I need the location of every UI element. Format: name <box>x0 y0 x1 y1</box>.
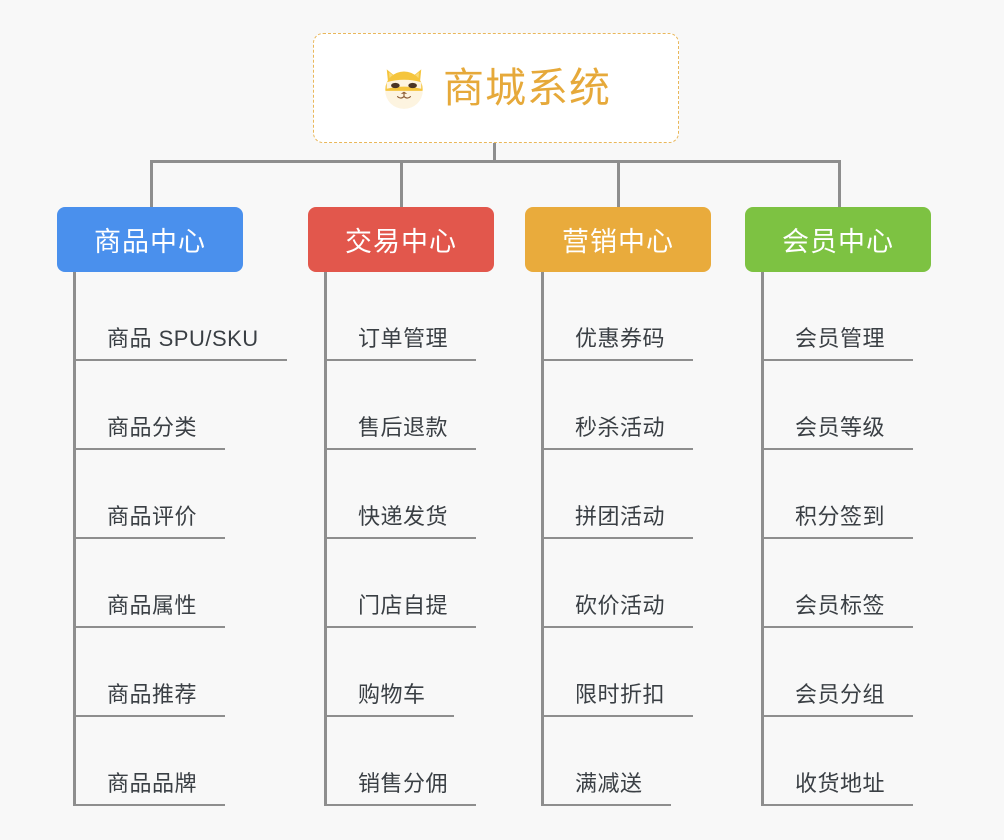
leaf-label: 商品品牌 <box>107 771 198 796</box>
branch-product-center: 商品中心 商品 SPU/SKU 商品分类 商品评价 商品属性 商品推荐 商品品牌 <box>57 207 287 806</box>
shiba-dog-face-icon <box>385 69 423 109</box>
connector-drop-1 <box>150 160 153 207</box>
leaf-label: 商品属性 <box>107 593 198 618</box>
leaf-label: 订单管理 <box>358 326 449 351</box>
leaf-item[interactable]: 销售分佣 <box>327 717 477 806</box>
connector-stem <box>493 143 496 161</box>
connector-horizontal-bar <box>150 160 841 163</box>
branch-header-member-center[interactable]: 会员中心 <box>745 207 931 272</box>
leaf-item[interactable]: 会员等级 <box>764 361 914 450</box>
leaf-label: 快递发货 <box>358 504 449 529</box>
leaf-label: 砍价活动 <box>575 593 666 618</box>
leaf-item[interactable]: 商品分类 <box>76 361 226 450</box>
branch-children-product-center: 商品 SPU/SKU 商品分类 商品评价 商品属性 商品推荐 商品品牌 <box>73 272 287 806</box>
connector-drop-4 <box>838 160 841 207</box>
leaf-item[interactable]: 购物车 <box>327 628 454 717</box>
leaf-item[interactable]: 快递发货 <box>327 450 477 539</box>
leaf-item[interactable]: 收货地址 <box>764 717 914 806</box>
branch-children-marketing-center: 优惠券码 秒杀活动 拼团活动 砍价活动 限时折扣 满减送 <box>541 272 711 806</box>
leaf-item[interactable]: 会员管理 <box>764 272 914 361</box>
leaf-item[interactable]: 限时折扣 <box>544 628 694 717</box>
leaf-item[interactable]: 商品属性 <box>76 539 226 628</box>
branch-trade-center: 交易中心 订单管理 售后退款 快递发货 门店自提 购物车 销售分佣 <box>308 207 494 806</box>
connector-drop-3 <box>617 160 620 207</box>
leaf-item[interactable]: 门店自提 <box>327 539 477 628</box>
leaf-label: 秒杀活动 <box>575 415 666 440</box>
leaf-item[interactable]: 拼团活动 <box>544 450 694 539</box>
leaf-label: 会员等级 <box>795 415 886 440</box>
leaf-item[interactable]: 砍价活动 <box>544 539 694 628</box>
leaf-item[interactable]: 商品推荐 <box>76 628 226 717</box>
leaf-label: 会员分组 <box>795 682 886 707</box>
leaf-label: 拼团活动 <box>575 504 666 529</box>
leaf-label: 商品 SPU/SKU <box>107 326 259 351</box>
leaf-label: 商品评价 <box>107 504 198 529</box>
connector-drop-2 <box>400 160 403 207</box>
leaf-item[interactable]: 会员标签 <box>764 539 914 628</box>
leaf-item[interactable]: 会员分组 <box>764 628 914 717</box>
leaf-item[interactable]: 订单管理 <box>327 272 477 361</box>
leaf-label: 商品分类 <box>107 415 198 440</box>
leaf-item[interactable]: 秒杀活动 <box>544 361 694 450</box>
leaf-label: 优惠券码 <box>575 326 666 351</box>
leaf-label: 门店自提 <box>358 593 449 618</box>
branch-header-product-center[interactable]: 商品中心 <box>57 207 243 272</box>
leaf-label: 积分签到 <box>795 504 886 529</box>
leaf-item[interactable]: 售后退款 <box>327 361 477 450</box>
leaf-label: 会员标签 <box>795 593 886 618</box>
root-node[interactable]: 商城系统 <box>313 33 679 143</box>
leaf-item[interactable]: 商品 SPU/SKU <box>76 272 287 361</box>
branch-member-center: 会员中心 会员管理 会员等级 积分签到 会员标签 会员分组 收货地址 <box>745 207 931 806</box>
leaf-label: 收货地址 <box>795 771 886 796</box>
leaf-label: 销售分佣 <box>358 771 449 796</box>
leaf-label: 满减送 <box>575 771 643 796</box>
leaf-label: 商品推荐 <box>107 682 198 707</box>
branch-children-trade-center: 订单管理 售后退款 快递发货 门店自提 购物车 销售分佣 <box>324 272 494 806</box>
leaf-label: 售后退款 <box>358 415 449 440</box>
branch-header-marketing-center[interactable]: 营销中心 <box>525 207 711 272</box>
leaf-item[interactable]: 满减送 <box>544 717 671 806</box>
leaf-item[interactable]: 商品品牌 <box>76 717 226 806</box>
leaf-label: 限时折扣 <box>575 682 666 707</box>
leaf-item[interactable]: 优惠券码 <box>544 272 694 361</box>
leaf-item[interactable]: 积分签到 <box>764 450 914 539</box>
leaf-label: 会员管理 <box>795 326 886 351</box>
branch-children-member-center: 会员管理 会员等级 积分签到 会员标签 会员分组 收货地址 <box>761 272 931 806</box>
leaf-item[interactable]: 商品评价 <box>76 450 226 539</box>
branch-header-trade-center[interactable]: 交易中心 <box>308 207 494 272</box>
leaf-label: 购物车 <box>358 682 426 707</box>
branch-marketing-center: 营销中心 优惠券码 秒杀活动 拼团活动 砍价活动 限时折扣 满减送 <box>525 207 711 806</box>
root-title: 商城系统 <box>443 64 611 111</box>
